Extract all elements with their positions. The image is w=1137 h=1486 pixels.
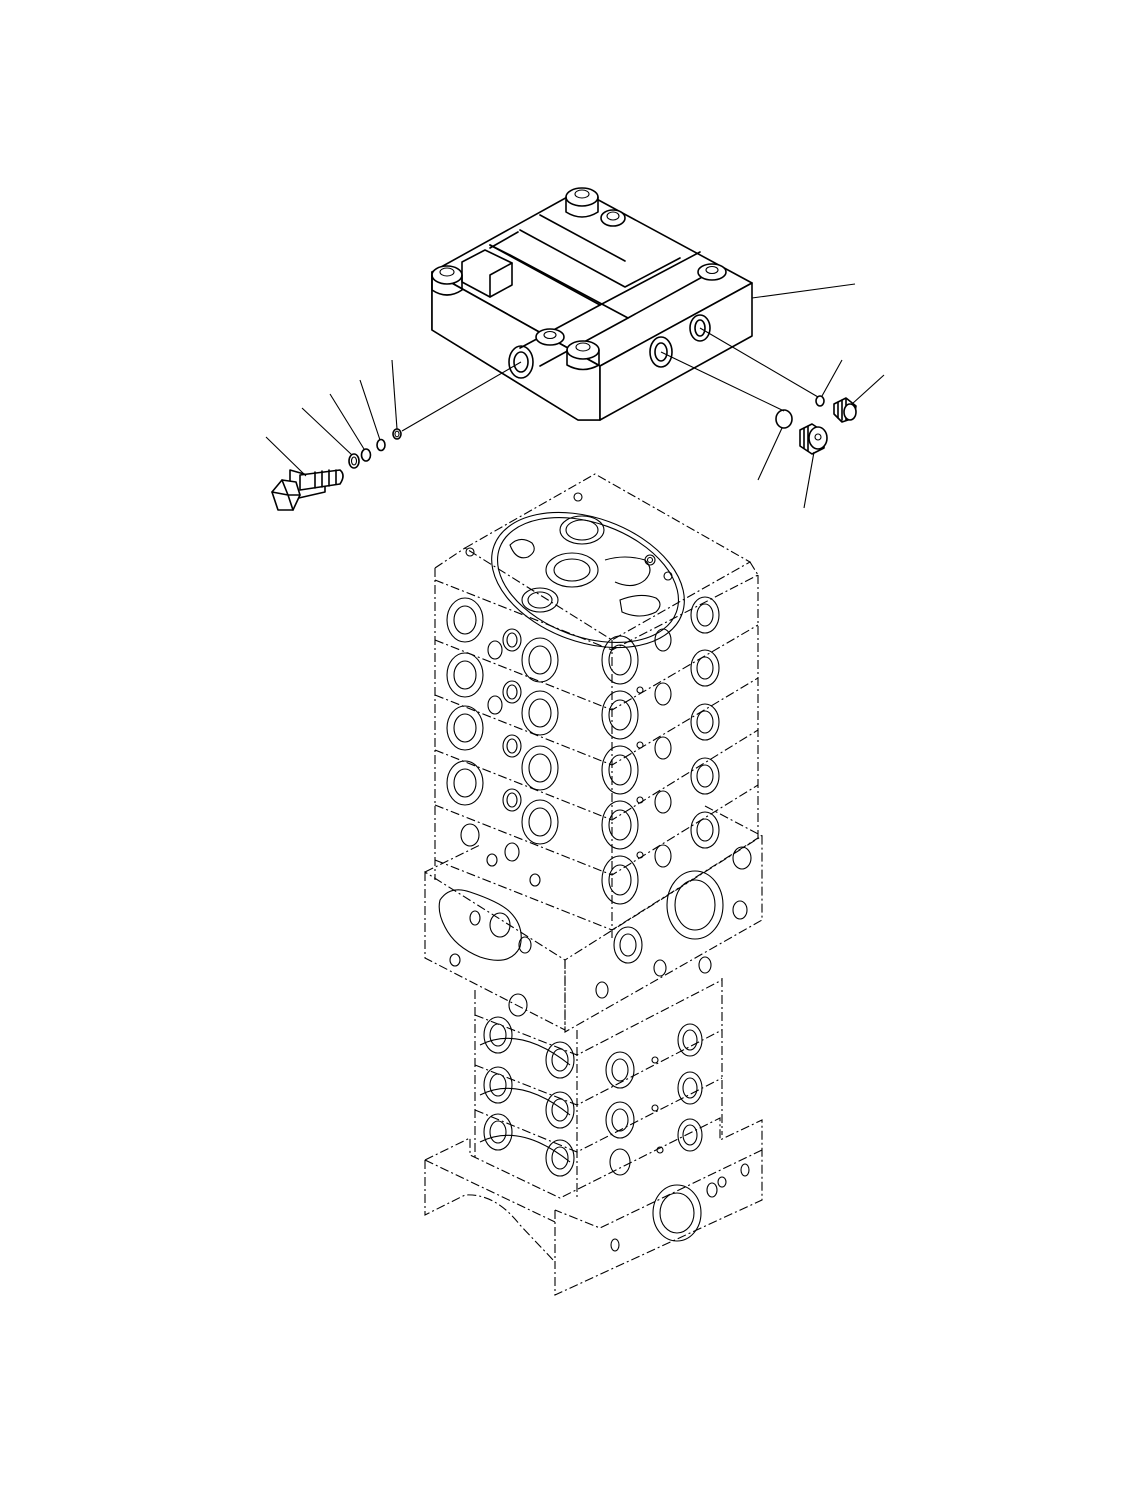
stack-right-ports [601,596,720,905]
leader-oval-ring [757,427,783,481]
threaded-plug-bottom [799,423,828,455]
stack-top-rim [434,547,759,576]
leader-ring-2 [329,393,365,450]
o-ring-3 [376,438,386,452]
leader-cover [751,283,856,299]
leader-plug-top [851,374,885,405]
cover-bosses [431,187,727,371]
threaded-plug-top [833,397,857,423]
stack-lower-sections [474,978,723,1200]
valve-cover-block [431,187,753,421]
stack-upper-sections [434,568,759,940]
cover-ports [508,314,711,379]
stack-left-ports [446,597,559,887]
assembly-lines [401,327,819,432]
leader-ring-3 [359,379,381,441]
leader-plug-bottom [803,451,815,509]
stack-middle-plate [424,805,763,1033]
leader-ring-1 [301,407,353,456]
o-ring-small-right [815,395,825,407]
hex-plug-bolt [271,469,344,511]
o-ring-1 [348,453,360,469]
leader-small-ring [821,359,843,397]
o-ring-4 [392,428,402,440]
leader-ring-4 [391,359,398,430]
valve-stack-phantom [424,473,763,1296]
stack-top-face [463,473,752,641]
stack-base-block [424,1117,763,1296]
o-ring-2 [360,448,372,462]
o-ring-oval-right [775,409,793,429]
leader-lines [265,283,885,509]
leader-bolt [265,436,307,477]
